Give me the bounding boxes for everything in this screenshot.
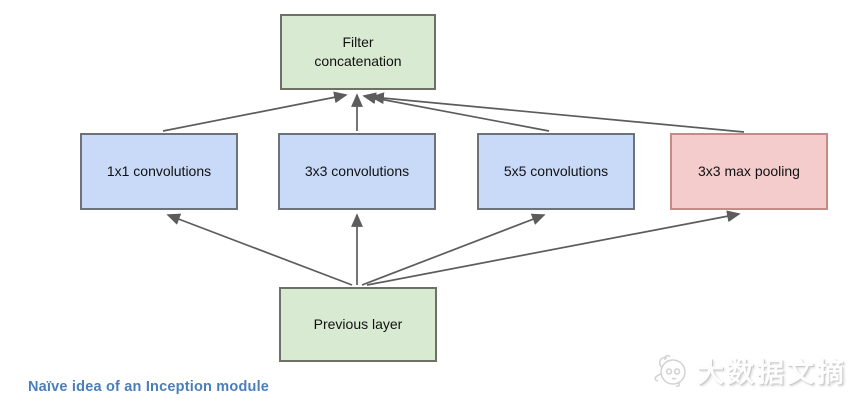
node-previous-layer: Previous layer — [279, 287, 437, 362]
node-label: Previous layer — [313, 316, 403, 332]
node-label: Filter concatenation — [314, 34, 402, 69]
node-5x5-convolutions: 5x5 convolutions — [477, 133, 635, 210]
arrow-prev-to-conv5 — [361, 213, 546, 286]
node-label: 5x5 convolutions — [503, 163, 609, 179]
arrow-prev-to-maxpool — [366, 210, 741, 286]
node-1x1-convolutions: 1x1 convolutions — [80, 133, 238, 210]
arrow-maxpool-to-concat — [370, 92, 745, 133]
digest-mascot-icon — [654, 354, 686, 387]
figure-caption: Naïve idea of an Inception module — [28, 379, 270, 395]
watermark: 大数据文摘 — [649, 348, 847, 392]
node-filter-concatenation: Filter concatenation — [280, 14, 436, 90]
node-3x3-convolutions: 3x3 convolutions — [278, 133, 436, 210]
node-3x3-max-pooling: 3x3 max pooling — [670, 133, 828, 210]
arrow-conv5-to-concat — [362, 92, 550, 132]
node-label: 1x1 convolutions — [106, 163, 212, 179]
node-label: 3x3 max pooling — [698, 163, 800, 179]
node-label: 3x3 convolutions — [304, 163, 410, 179]
arrow-conv1-to-concat — [162, 91, 348, 132]
watermark-text: 大数据文摘 — [697, 357, 847, 388]
arrow-prev-to-conv1 — [166, 213, 353, 286]
